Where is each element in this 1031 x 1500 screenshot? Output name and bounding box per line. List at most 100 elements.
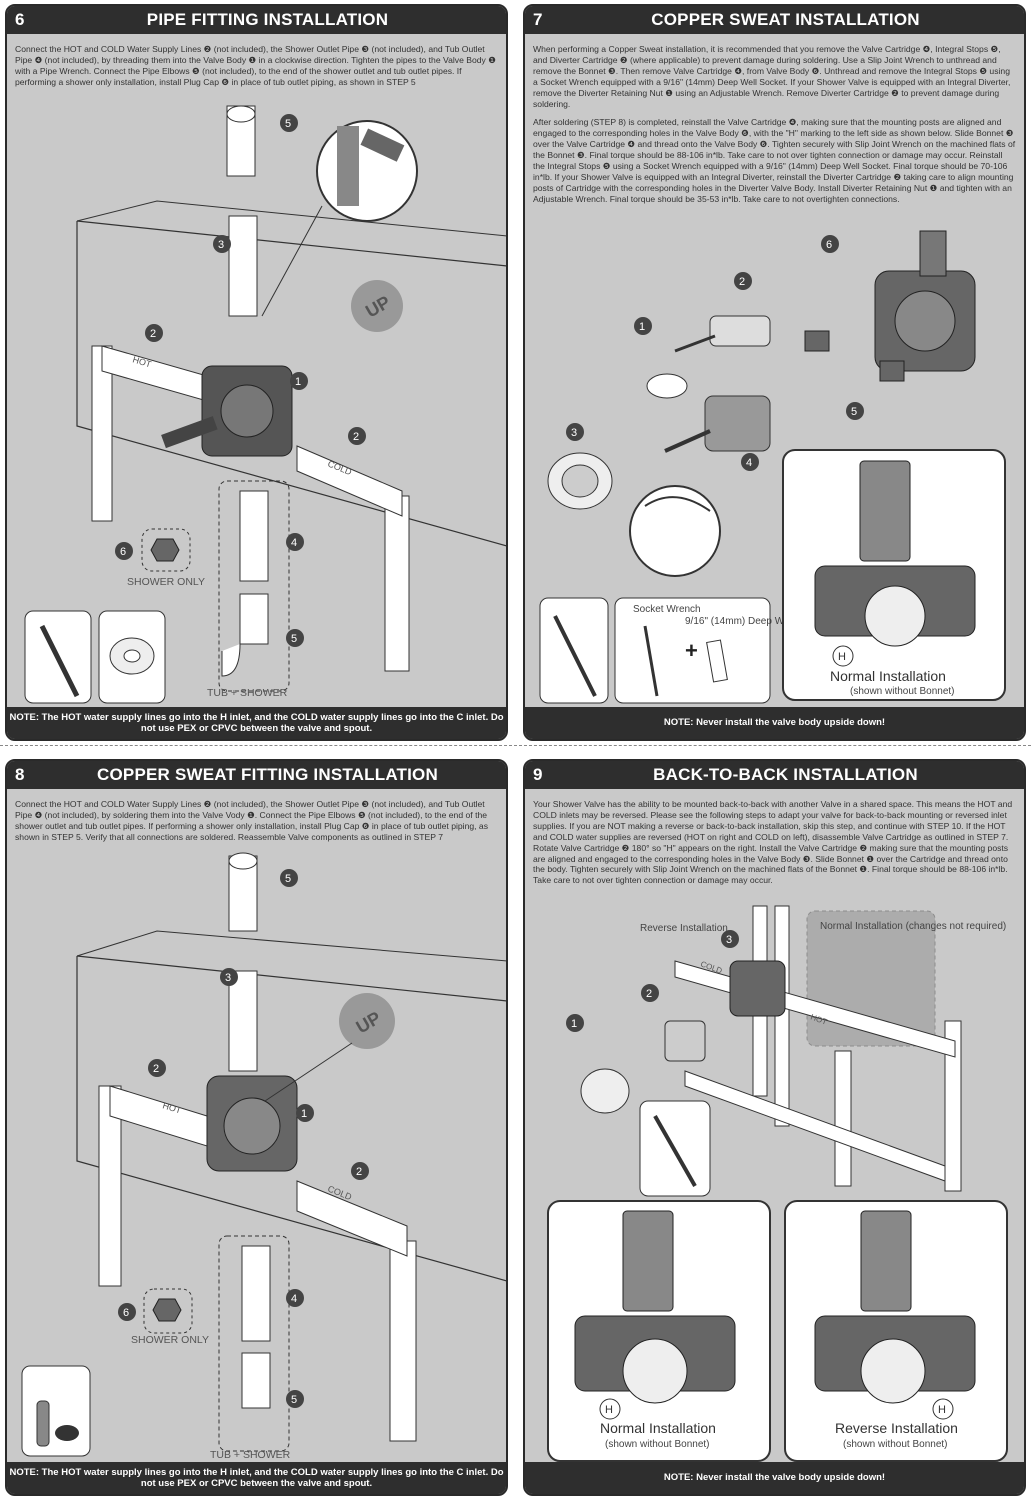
svg-text:+: + [685, 638, 698, 663]
step-number: 6 [15, 10, 25, 29]
callout-2: 2 [145, 324, 163, 342]
callout-6: 6 [118, 1303, 136, 1321]
step-title: BACK-TO-BACK INSTALLATION [653, 765, 918, 784]
instructions: Connect the HOT and COLD Water Supply Li… [15, 799, 498, 851]
solder-torch-tool [21, 1365, 91, 1457]
shower-only-label: SHOWER ONLY [127, 576, 205, 588]
normal-installation-label: Normal Installation [830, 668, 946, 684]
panel-step-6: 6 PIPE FITTING INSTALLATION Connect the … [5, 4, 508, 741]
callout-5: 5 [846, 402, 864, 420]
callout-2: 2 [148, 1059, 166, 1077]
callout-1: 1 [296, 1104, 314, 1122]
svg-text:1: 1 [295, 376, 301, 388]
svg-text:3: 3 [218, 239, 224, 251]
svg-text:2: 2 [739, 276, 745, 288]
svg-text:5: 5 [291, 633, 297, 645]
callout-5: 5 [280, 114, 298, 132]
callout-2: 2 [734, 272, 752, 290]
note-footer: NOTE: Never install the valve body upsid… [525, 1462, 1024, 1494]
svg-text:6: 6 [826, 239, 832, 251]
svg-text:4: 4 [746, 457, 752, 469]
step-number: 8 [15, 765, 25, 784]
instructions: When performing a Copper Sweat installat… [533, 44, 1016, 213]
panel-header: 8 COPPER SWEAT FITTING INSTALLATION [7, 761, 506, 789]
panel-header: 7 COPPER SWEAT INSTALLATION [525, 6, 1024, 34]
svg-text:1: 1 [571, 1018, 577, 1030]
step-title: COPPER SWEAT INSTALLATION [651, 10, 920, 29]
back-to-back-diagram: Normal Installation (changes not require… [547, 905, 1008, 1462]
copper-sweat-fitting-diagram: UP HOT COLD 5 3 2 1 2 4 5 6 SHOWER ONLY … [21, 852, 506, 1461]
normal-installation-sub: (shown without Bonnet) [605, 1439, 710, 1450]
panel-step-8: 8 COPPER SWEAT FITTING INSTALLATION Conn… [5, 759, 508, 1496]
h-marker: H [838, 651, 846, 663]
callout-2: 2 [351, 1162, 369, 1180]
panel-step-9: 9 BACK-TO-BACK INSTALLATION Your Shower … [523, 759, 1026, 1496]
deep-socket-label: 9/16" (14mm) Deep Well Socket [685, 616, 828, 627]
callout-3: 3 [213, 235, 231, 253]
paragraph: Connect the HOT and COLD Water Supply Li… [15, 44, 496, 87]
instructions: Your Shower Valve has the ability to be … [533, 799, 1016, 894]
h-marker: H [605, 1404, 613, 1416]
normal-installation-sub: (shown without Bonnet) [850, 686, 955, 697]
svg-text:2: 2 [646, 988, 652, 1000]
callout-2: 2 [641, 984, 659, 1002]
instructions: Connect the HOT and COLD Water Supply Li… [15, 44, 498, 96]
pipe-fitting-diagram: UP HOT COLD 5 3 2 1 2 4 5 6 SHOWER ONLY … [24, 105, 506, 704]
svg-text:5: 5 [285, 118, 291, 130]
callout-6: 6 [821, 235, 839, 253]
svg-text:3: 3 [726, 934, 732, 946]
paragraph: Connect the HOT and COLD Water Supply Li… [15, 799, 488, 842]
svg-text:2: 2 [353, 431, 359, 443]
step-number: 7 [533, 10, 543, 29]
callout-5: 5 [286, 1390, 304, 1408]
svg-text:5: 5 [291, 1394, 297, 1406]
svg-text:1: 1 [639, 321, 645, 333]
callout-6: 6 [115, 542, 133, 560]
svg-text:1: 1 [301, 1108, 307, 1120]
paragraph: Your Shower Valve has the ability to be … [533, 799, 1013, 886]
svg-text:3: 3 [225, 972, 231, 984]
callout-3: 3 [566, 423, 584, 441]
callout-4: 4 [741, 453, 759, 471]
reverse-installation-sub: (shown without Bonnet) [843, 1439, 948, 1450]
step-title: COPPER SWEAT FITTING INSTALLATION [97, 765, 438, 784]
svg-text:5: 5 [851, 406, 857, 418]
svg-text:2: 2 [356, 1166, 362, 1178]
svg-text:5: 5 [285, 873, 291, 885]
callout-5: 5 [286, 629, 304, 647]
page-divider [0, 745, 1031, 746]
callout-4: 4 [286, 533, 304, 551]
callout-1: 1 [634, 317, 652, 335]
normal-no-change-label: Normal Installation (changes not require… [820, 921, 1006, 932]
paragraph: When performing a Copper Sweat installat… [533, 44, 1011, 109]
paragraph: After soldering (STEP 8) is completed, r… [533, 117, 1016, 204]
normal-installation-label: Normal Installation [600, 1420, 716, 1436]
callout-1: 1 [290, 372, 308, 390]
step-number: 9 [533, 765, 543, 784]
panel-step-7: 7 COPPER SWEAT INSTALLATION When perform… [523, 4, 1026, 741]
svg-text:6: 6 [123, 1307, 129, 1319]
reverse-installation-label: Reverse Installation [640, 923, 728, 934]
callout-2: 2 [348, 427, 366, 445]
callout-3: 3 [721, 930, 739, 948]
callout-5: 5 [280, 869, 298, 887]
note-footer: NOTE: The HOT water supply lines go into… [7, 1462, 506, 1494]
note-footer: NOTE: The HOT water supply lines go into… [7, 707, 506, 739]
svg-text:3: 3 [571, 427, 577, 439]
svg-text:4: 4 [291, 537, 297, 549]
callout-1: 1 [566, 1014, 584, 1032]
svg-text:6: 6 [120, 546, 126, 558]
h-marker: H [938, 1404, 946, 1416]
svg-text:4: 4 [291, 1293, 297, 1305]
step-title: PIPE FITTING INSTALLATION [146, 10, 389, 29]
reverse-installation-label: Reverse Installation [835, 1420, 958, 1436]
note-footer: NOTE: Never install the valve body upsid… [525, 707, 1024, 739]
tub-shower-label: TUB + SHOWER [207, 687, 288, 699]
shower-only-label: SHOWER ONLY [131, 1334, 209, 1346]
callout-3: 3 [220, 968, 238, 986]
panel-header: 9 BACK-TO-BACK INSTALLATION [525, 761, 1024, 789]
panel-header: 6 PIPE FITTING INSTALLATION [7, 6, 506, 34]
copper-sweat-diagram: 6 2 1 5 3 4 Socket Wrench + 9/16" (14mm)… [539, 230, 1006, 704]
tub-shower-label: TUB + SHOWER [210, 1449, 291, 1461]
callout-4: 4 [286, 1289, 304, 1307]
